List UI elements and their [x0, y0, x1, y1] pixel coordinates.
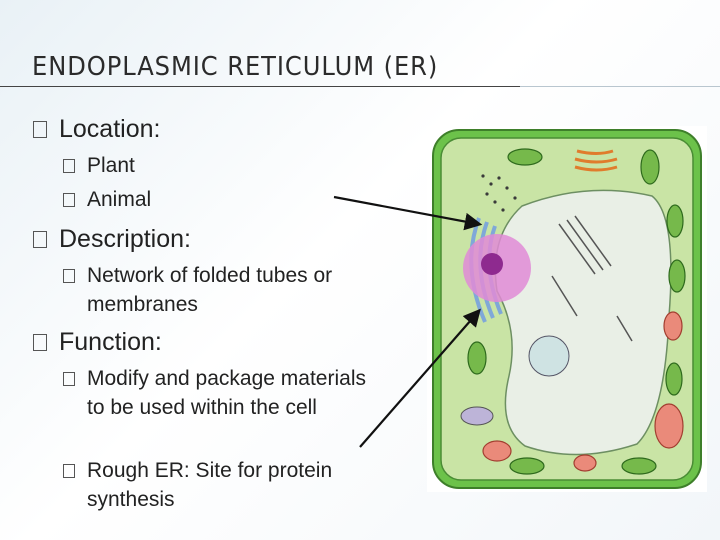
plant-cell-diagram	[427, 126, 707, 492]
bullet-description-label: Description:	[59, 225, 191, 253]
golgi-apparatus	[574, 149, 618, 172]
box-bullet-icon	[33, 121, 47, 138]
title-underline	[0, 86, 520, 87]
peroxisome	[460, 406, 494, 426]
box-bullet-icon	[33, 231, 47, 248]
bullet-function-label: Function:	[59, 328, 162, 356]
bullet-function-modify-text: Modify and package materials to be used …	[87, 367, 366, 419]
bullet-location: Location:	[33, 115, 160, 144]
bullet-description-item-text: Network of folded tubes or membranes	[87, 264, 333, 316]
bullet-location-label: Location:	[59, 115, 161, 143]
slide-title: ENDOPLASMIC RETICULUM (ER)	[32, 52, 439, 82]
mitochondria	[482, 311, 684, 472]
bullet-location-animal-label: Animal	[87, 188, 152, 211]
bullet-function-modify: Modify and package materials to be used …	[63, 364, 372, 422]
plant-cell-illustration	[432, 129, 702, 489]
box-bullet-icon	[63, 372, 75, 386]
bullet-location-plant: Plant	[63, 151, 372, 180]
bullet-description-item: Network of folded tubes or membranes	[63, 261, 372, 319]
bullet-function-rough-er: Rough ER: Site for protein synthesis	[63, 456, 372, 514]
bullet-location-plant-label: Plant	[87, 154, 135, 177]
arrow-icon	[359, 308, 481, 448]
vacuole-crystals	[551, 215, 633, 342]
ribosomes	[481, 174, 517, 212]
bullet-function: Function:	[33, 328, 162, 357]
nucleolus	[481, 253, 503, 275]
chloroplasts	[467, 148, 686, 475]
box-bullet-icon	[63, 464, 75, 478]
bullet-location-animal: Animal	[63, 185, 372, 214]
bullet-description: Description:	[33, 225, 191, 254]
title-underline-faint	[520, 86, 720, 87]
box-bullet-icon	[63, 269, 75, 283]
vesicle	[528, 335, 570, 377]
central-vacuole	[494, 189, 672, 456]
box-bullet-icon	[63, 193, 75, 207]
bullet-function-rough-er-text: Rough ER: Site for protein synthesis	[87, 459, 333, 511]
box-bullet-icon	[63, 159, 75, 173]
box-bullet-icon	[33, 334, 47, 351]
arrow-icon	[333, 195, 483, 231]
